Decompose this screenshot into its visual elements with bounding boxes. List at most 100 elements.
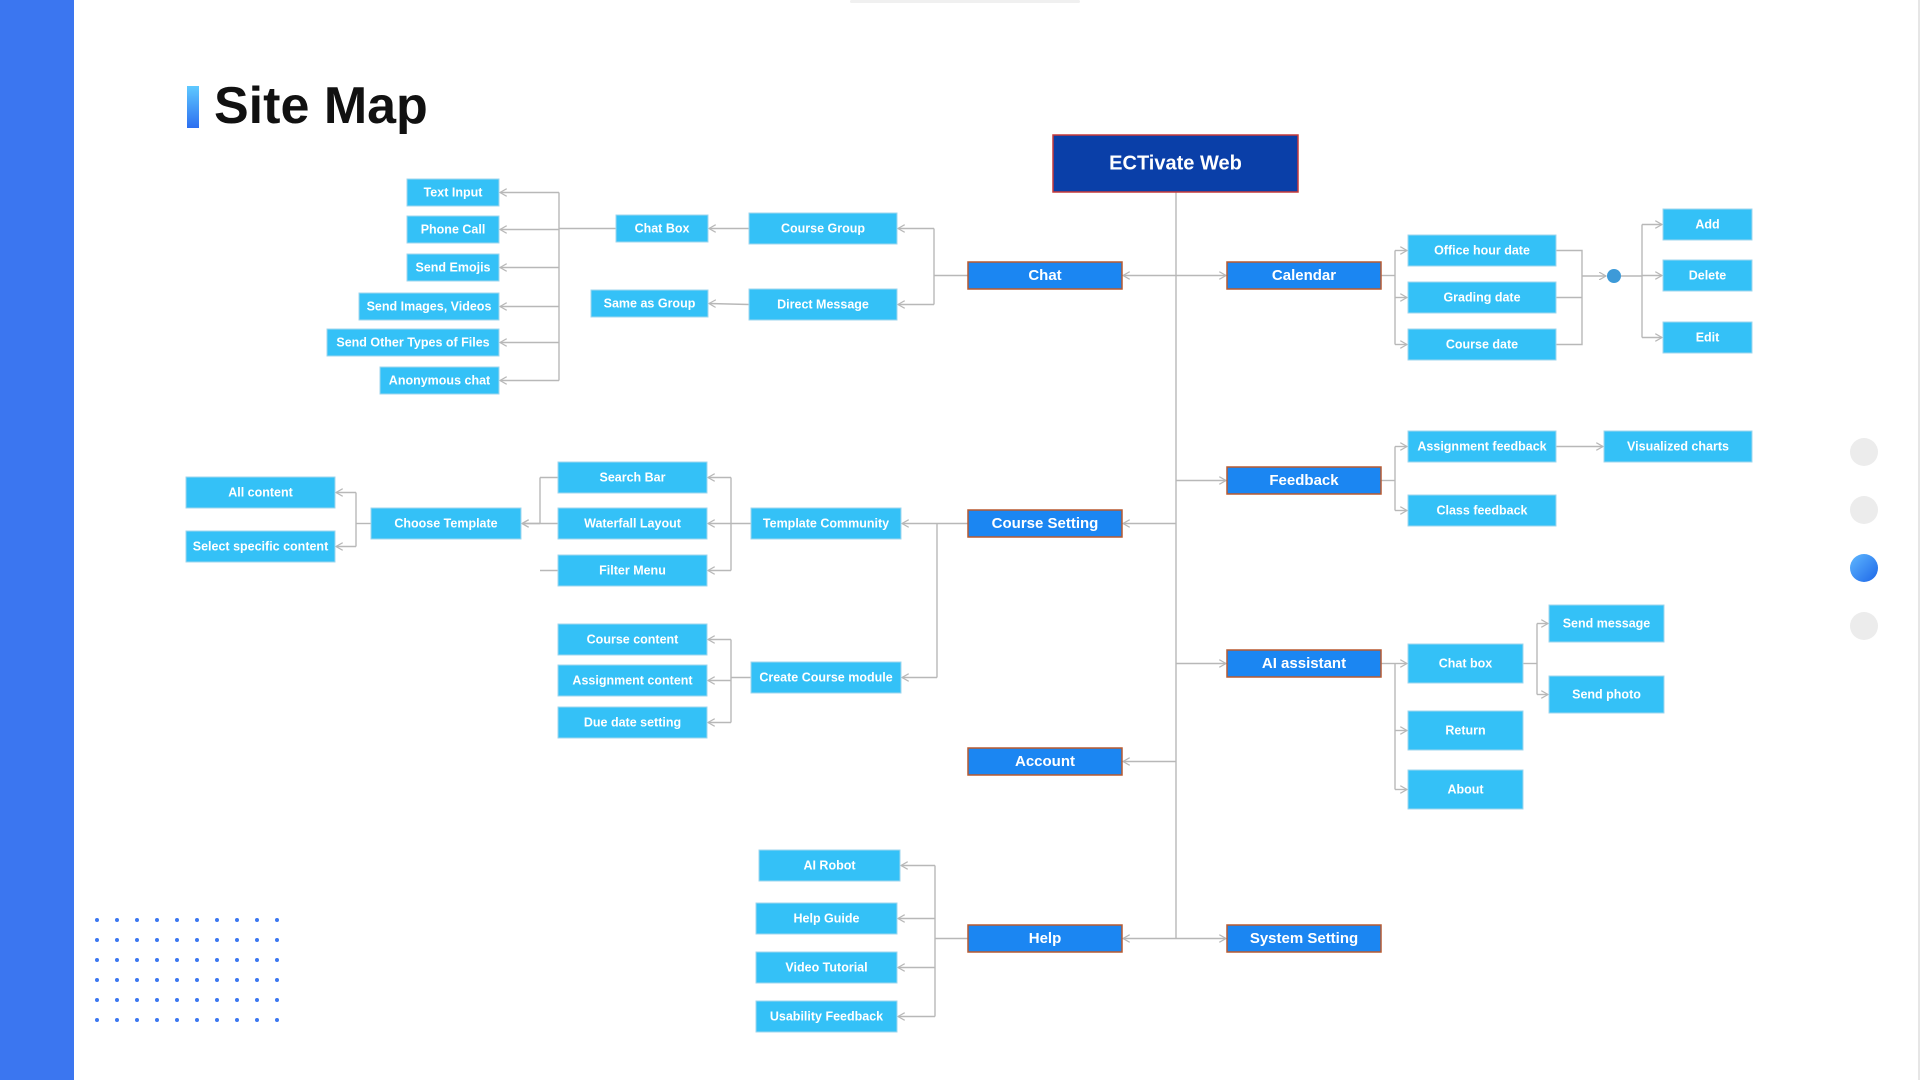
node-label: Class feedback (1436, 504, 1527, 518)
node-box (1662, 259, 1753, 292)
node-label: Create Course module (759, 671, 892, 685)
node-box (1548, 604, 1665, 643)
node-send-other-files: Send Other Types of Files (326, 328, 500, 357)
decorative-dot (215, 978, 219, 982)
decorative-dot (155, 918, 159, 922)
decorative-dot (95, 978, 99, 982)
node-select-specific-content: Select specific content (185, 530, 336, 563)
node-box (1407, 430, 1557, 463)
node-label: Send Images, Videos (367, 300, 492, 314)
node-box (755, 951, 898, 984)
node-box (185, 476, 336, 509)
node-box (967, 509, 1123, 538)
node-calendar: Calendar (1226, 261, 1382, 290)
decorative-dot (235, 958, 239, 962)
node-send-message: Send message (1548, 604, 1665, 643)
node-label: Course date (1446, 338, 1518, 352)
node-box (1226, 261, 1382, 290)
node-feedback: Feedback (1226, 466, 1382, 495)
node-send-emojis: Send Emojis (406, 253, 500, 282)
node-direct-message: Direct Message (748, 288, 898, 321)
decorative-dot (275, 918, 279, 922)
decorative-dot (235, 938, 239, 942)
node-box (1407, 643, 1524, 684)
node-label: Text Input (424, 186, 484, 200)
decorative-dot (215, 918, 219, 922)
node-label: Send Emojis (415, 261, 490, 275)
pagination-dot-4[interactable] (1850, 612, 1878, 640)
node-label: Help (1029, 930, 1062, 947)
node-usability-feedback: Usability Feedback (755, 1000, 898, 1033)
decorative-dot (235, 918, 239, 922)
node-root: ECTivate Web (1052, 134, 1299, 193)
pagination-dot-3[interactable] (1850, 554, 1878, 582)
node-grading-date: Grading date (1407, 281, 1557, 314)
node-label: Chat box (1439, 657, 1493, 671)
node-label: Same as Group (604, 297, 696, 311)
node-label: Video Tutorial (785, 961, 867, 975)
node-label: Filter Menu (599, 564, 666, 578)
node-label: Course content (587, 633, 680, 647)
node-label: Office hour date (1434, 244, 1530, 258)
node-label: Chat (1028, 267, 1061, 284)
node-box (967, 924, 1123, 953)
node-label: Add (1695, 218, 1719, 232)
node-label: Course Group (781, 222, 865, 236)
decorative-dot (215, 938, 219, 942)
decorative-dot (215, 1018, 219, 1022)
node-box (967, 261, 1123, 290)
pagination-dot-2[interactable] (1850, 496, 1878, 524)
node-chat-box: Chat Box (615, 214, 709, 243)
node-label: Send photo (1572, 688, 1641, 702)
node-box (1662, 208, 1753, 241)
decorative-dot (95, 938, 99, 942)
node-video-tutorial: Video Tutorial (755, 951, 898, 984)
decorative-dot (275, 978, 279, 982)
decorative-dot (155, 958, 159, 962)
decorative-dot (135, 978, 139, 982)
decorative-dot (235, 998, 239, 1002)
node-box (406, 253, 500, 282)
node-box (1662, 321, 1753, 354)
decorative-dot (255, 938, 259, 942)
decorative-dot (175, 958, 179, 962)
node-account: Account (967, 747, 1123, 776)
node-box (1407, 494, 1557, 527)
node-box (406, 215, 500, 244)
pagination-dot-1[interactable] (1850, 438, 1878, 466)
decorative-dot (95, 998, 99, 1002)
node-create-course-module: Create Course module (750, 661, 902, 694)
node-template-community: Template Community (750, 507, 902, 540)
decorative-dot (195, 918, 199, 922)
node-box (1052, 134, 1299, 193)
node-label: Send message (1563, 617, 1651, 631)
decorative-dot (115, 958, 119, 962)
node-box (755, 1000, 898, 1033)
node-add: Add (1662, 208, 1753, 241)
node-course-content: Course content (557, 623, 708, 656)
decorative-dot (195, 938, 199, 942)
node-label: Template Community (763, 517, 889, 531)
node-box (1407, 234, 1557, 267)
node-label: Phone Call (421, 223, 486, 237)
node-label: Waterfall Layout (584, 517, 682, 531)
node-anonymous-chat: Anonymous chat (379, 366, 500, 395)
decorative-dot (255, 958, 259, 962)
decorative-dot (255, 978, 259, 982)
node-ai-assistant: AI assistant (1226, 649, 1382, 678)
node-help-guide: Help Guide (755, 902, 898, 935)
decorative-dot (275, 998, 279, 1002)
node-visualized-charts: Visualized charts (1603, 430, 1753, 463)
node-label: Due date setting (584, 716, 681, 730)
node-label: Anonymous chat (389, 374, 491, 388)
page-title: Site Map (214, 77, 428, 135)
node-box (615, 214, 709, 243)
node-chat: Chat (967, 261, 1123, 290)
node-box (967, 747, 1123, 776)
node-box (1603, 430, 1753, 463)
decorative-dot (195, 978, 199, 982)
node-box (750, 507, 902, 540)
node-office-hour-date: Office hour date (1407, 234, 1557, 267)
node-label: Delete (1689, 269, 1727, 283)
decorative-dot (175, 938, 179, 942)
